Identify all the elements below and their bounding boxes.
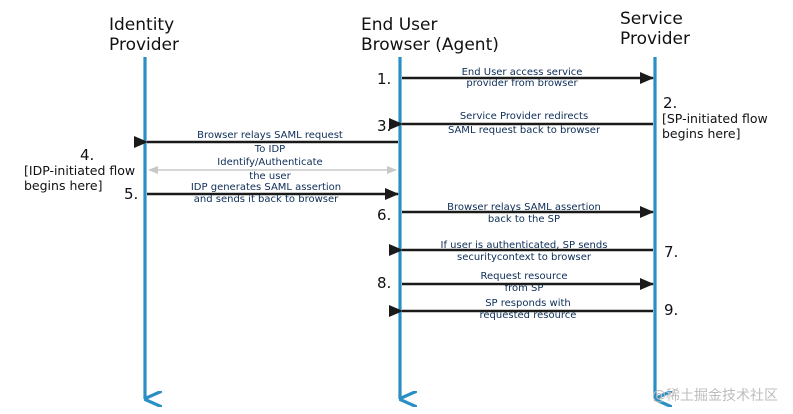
- message-label: If user is authenticated, SP sends: [441, 240, 608, 251]
- message-label: securitycontext to browser: [457, 252, 592, 263]
- lane-title-line: Provider: [109, 35, 179, 55]
- message-label: End User access service: [462, 67, 583, 78]
- message-label: Identify/Authenticate: [217, 157, 322, 168]
- step-authenticate: Identify/Authenticate the user: [148, 157, 397, 182]
- watermark: @稀土掘金技术社区: [652, 388, 778, 404]
- step-7: 7. If user is authenticated, SP sends se…: [389, 240, 678, 263]
- note-line: [IDP-initiated flow: [24, 163, 135, 178]
- step-3: 3. Service Provider redirects SAML reque…: [377, 111, 653, 136]
- message-label: SP responds with: [485, 298, 571, 309]
- step-number: 2.: [663, 94, 677, 112]
- message-label: back to the SP: [488, 214, 560, 225]
- step-number: 4.: [80, 146, 94, 164]
- message-label: the user: [249, 171, 291, 182]
- lane-title-line: Service: [620, 9, 683, 29]
- lane-title-line: End User: [361, 15, 437, 35]
- note-line: begins here]: [24, 178, 103, 193]
- message-label: requested resource: [480, 310, 577, 321]
- message-label: Request resource: [480, 271, 567, 282]
- lane-header-browser: End User Browser (Agent): [361, 15, 499, 55]
- step-5: 5. IDP generates SAML assertion and send…: [124, 182, 399, 205]
- step-number: 7.: [664, 243, 678, 261]
- step-1: 1. End User access service provider from…: [377, 67, 654, 89]
- step-number: 6.: [377, 206, 391, 224]
- note-line: begins here]: [662, 126, 741, 141]
- lane-title-line: Browser (Agent): [361, 35, 499, 55]
- step-number: 3.: [377, 117, 391, 135]
- step-number: 5.: [124, 185, 138, 203]
- message-label: Browser relays SAML request: [197, 130, 343, 141]
- message-label: IDP generates SAML assertion: [191, 182, 341, 193]
- step-relay-request: Browser relays SAML request To IDP: [134, 130, 398, 155]
- lane-title-line: Provider: [620, 29, 690, 49]
- step-number: 8.: [377, 274, 391, 292]
- lane-header-idp: Identity Provider: [109, 15, 179, 55]
- message-label: To IDP: [254, 144, 285, 155]
- lane-title-line: Identity: [109, 15, 174, 35]
- message-label: Service Provider redirects: [460, 111, 588, 122]
- sp-initiated-note: 2. [SP-initiated flow begins here]: [662, 94, 768, 141]
- idp-initiated-note: 4. [IDP-initiated flow begins here]: [24, 146, 135, 193]
- step-6: 6. Browser relays SAML assertion back to…: [377, 202, 654, 225]
- message-label: Browser relays SAML assertion: [447, 202, 601, 213]
- step-9: 9. SP responds with requested resource: [389, 298, 678, 321]
- message-label: SAML request back to browser: [448, 125, 601, 136]
- note-line: [SP-initiated flow: [662, 111, 768, 126]
- step-number: 1.: [377, 70, 391, 88]
- message-label: provider from browser: [466, 78, 578, 89]
- message-label: from SP: [505, 283, 544, 294]
- message-label: and sends it back to browser: [194, 194, 339, 205]
- step-number: 9.: [664, 301, 678, 319]
- step-8: 8. Request resource from SP: [377, 271, 654, 294]
- lane-header-sp: Service Provider: [620, 9, 690, 49]
